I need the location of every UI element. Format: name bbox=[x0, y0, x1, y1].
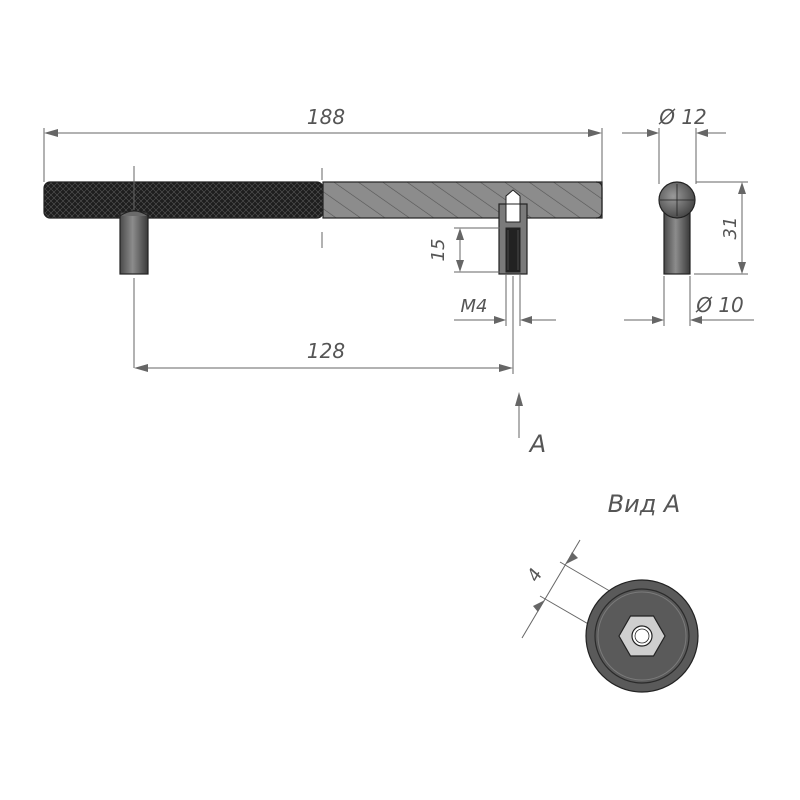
thread-size-dimension: M4 bbox=[454, 274, 556, 326]
height-dimension: 31 bbox=[694, 181, 748, 275]
right-post-section bbox=[498, 189, 528, 275]
thread-depth-dimension: 15 bbox=[428, 227, 500, 273]
view-arrow-a: A bbox=[515, 392, 546, 458]
overall-length-label: 188 bbox=[307, 105, 345, 129]
front-view: 188 bbox=[43, 105, 603, 458]
diameter-top-label: Ø 12 bbox=[658, 105, 707, 129]
diameter-post-label: Ø 10 bbox=[695, 293, 744, 317]
diameter-post-dimension: Ø 10 bbox=[624, 276, 754, 326]
view-arrow-label: A bbox=[528, 430, 546, 458]
height-label: 31 bbox=[720, 217, 741, 240]
thread-size-label: M4 bbox=[461, 296, 488, 317]
hole-spacing-label: 128 bbox=[307, 339, 345, 363]
view-a-title: Вид А bbox=[608, 490, 681, 518]
view-a: Вид А 4 bbox=[521, 490, 699, 693]
diameter-top-dimension: Ø 12 bbox=[622, 105, 726, 184]
hex-size-label: 4 bbox=[523, 565, 547, 585]
left-post bbox=[119, 166, 149, 368]
knurled-bar-section bbox=[43, 181, 324, 219]
hole-spacing-dimension: 128 bbox=[134, 276, 514, 374]
sectioned-bar-section bbox=[322, 181, 603, 219]
side-view: Ø 12 31 Ø 10 bbox=[622, 105, 754, 326]
overall-length-dimension: 188 bbox=[43, 105, 603, 182]
thread-depth-label: 15 bbox=[428, 239, 449, 262]
post-inner-ring bbox=[594, 588, 690, 684]
